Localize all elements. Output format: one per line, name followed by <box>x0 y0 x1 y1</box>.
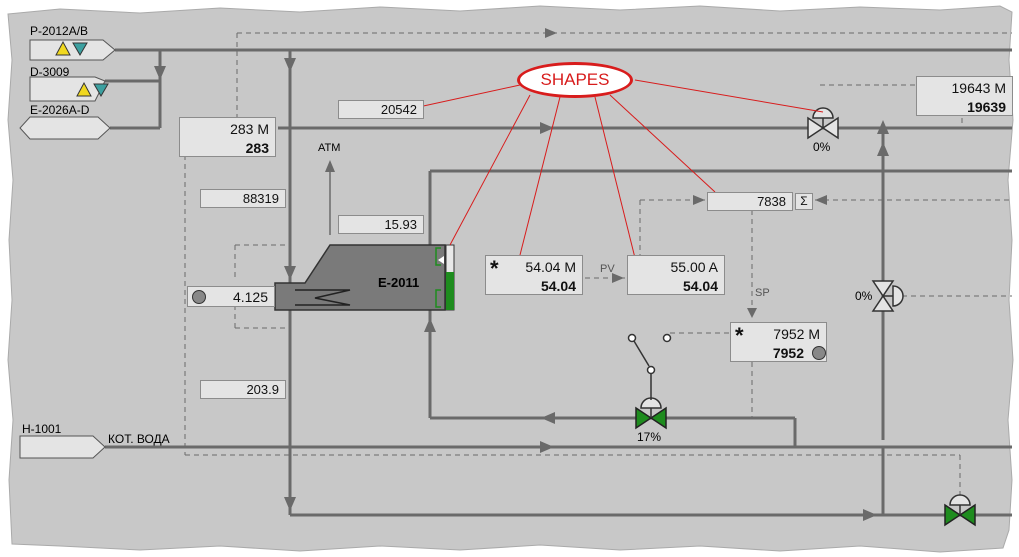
source-p2012-label: P-2012A/B <box>30 24 89 38</box>
valve-bottom-center[interactable] <box>635 397 667 430</box>
readout-1593-value: 15.93 <box>384 217 417 232</box>
vessel-e2011 <box>274 244 455 311</box>
readout-7838-value: 7838 <box>757 194 786 209</box>
readout-1593[interactable]: 15.93 <box>338 215 424 234</box>
readout-88319[interactable]: 88319 <box>200 189 286 208</box>
controller-7952-pv: 7952 <box>772 345 804 361</box>
controller-19643[interactable]: 19643 M 19639 <box>916 76 1013 116</box>
valve-bottom-right[interactable] <box>944 494 976 527</box>
source-h1001-label: H-1001 <box>22 422 62 436</box>
controller-7952[interactable]: * 7952 M 7952 <box>730 322 827 362</box>
controller-5500[interactable]: 55.00 A 54.04 <box>627 255 725 295</box>
controller-7952-sp: 7952 M <box>773 326 820 342</box>
readout-20542[interactable]: 20542 <box>338 100 424 119</box>
dashed-signals <box>184 32 1012 500</box>
warning-icons <box>55 40 109 97</box>
readout-4125[interactable]: 4.125 <box>187 286 275 307</box>
manual-mode-icon <box>192 290 206 304</box>
controller-5404-star: * <box>490 256 499 281</box>
source-connectors <box>19 39 116 459</box>
vessel-name-label: E-2011 <box>378 275 420 290</box>
controller-7952-star: * <box>735 323 744 348</box>
readout-4125-value: 4.125 <box>232 289 268 305</box>
source-d3009-label: D-3009 <box>30 65 70 79</box>
flow-arrows <box>154 58 889 521</box>
readout-7838[interactable]: 7838 <box>707 192 793 211</box>
callout-lines <box>404 79 824 259</box>
signal-arrows <box>545 28 827 318</box>
sum-icon[interactable]: Σ <box>795 193 813 210</box>
controller-5404[interactable]: * 54.04 M 54.04 <box>485 255 583 295</box>
sp-label: SP <box>755 287 770 299</box>
manual-mode-icon <box>812 346 826 360</box>
pv-label: PV <box>600 263 615 275</box>
controller-283-pv: 283 <box>245 140 269 156</box>
valve-top-right[interactable] <box>807 107 839 140</box>
kot-voda-label: КОТ. ВОДА <box>108 432 170 446</box>
valve-bottom-center-pct: 17% <box>637 430 662 444</box>
readout-2039[interactable]: 203.9 <box>200 380 286 399</box>
controller-283[interactable]: 283 M 283 <box>179 117 276 157</box>
valve-mid-right-pct: 0% <box>855 289 873 303</box>
controller-19643-sp: 19643 M <box>951 80 1006 96</box>
valve-top-right-pct: 0% <box>813 140 831 154</box>
controller-5500-pv: 54.04 <box>682 278 718 294</box>
readout-20542-value: 20542 <box>380 102 417 117</box>
shapes-callout: SHAPES <box>517 62 633 98</box>
valve-mid-right[interactable] <box>871 280 904 312</box>
controller-5404-pv: 54.04 <box>540 278 576 294</box>
source-e2026-label: E-2026A-D <box>30 103 90 117</box>
controller-283-sp: 283 M <box>230 121 269 137</box>
readout-88319-value: 88319 <box>242 191 279 206</box>
selector-switch[interactable] <box>627 333 672 401</box>
controller-19643-pv: 19639 <box>967 99 1006 115</box>
readout-2039-value: 203.9 <box>246 382 279 397</box>
controller-5404-sp: 54.04 M <box>525 259 576 275</box>
atm-label: ATM <box>318 142 341 154</box>
controller-5500-sp: 55.00 A <box>670 259 719 275</box>
